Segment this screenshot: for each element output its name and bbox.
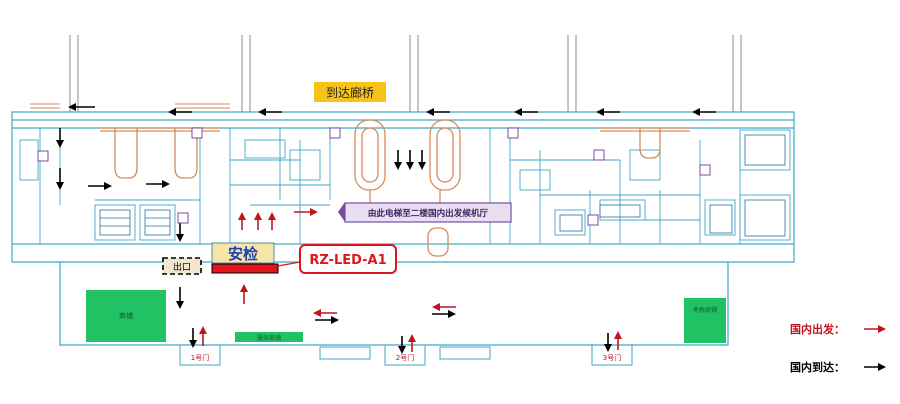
legend: 国内出发： 国内到达：	[790, 322, 886, 374]
led-device-label: RZ-LED-A1	[309, 253, 386, 268]
exit-label: 出口	[173, 261, 191, 273]
interior-walls	[19, 128, 791, 244]
shop-zone-left-label: 商铺	[119, 311, 133, 320]
shop-zone-bottom	[235, 332, 303, 342]
gate-3-label: 3号门	[603, 353, 621, 362]
baggage-carousels	[100, 119, 690, 257]
security-label: 安检	[228, 245, 258, 263]
departure-arrows	[199, 208, 622, 352]
furniture-details	[99, 134, 786, 237]
gate-1-label: 1号门	[191, 353, 209, 362]
jet-bridge-lines	[69, 35, 742, 112]
gate-2-label: 2号门	[396, 353, 414, 362]
elevator-note-label: 由此电梯至二楼国内出发候机厅	[368, 207, 489, 219]
elevator-note-box	[344, 202, 512, 223]
legend-departure-label: 国内出发：	[790, 322, 845, 336]
shop-zone-bottom-label: 服务商铺	[257, 334, 281, 342]
bridge-corridor-top	[30, 103, 230, 109]
shop-zone-left	[86, 290, 166, 342]
arrival-bridge-label: 到达廊桥	[326, 85, 374, 100]
led-screen-marker	[211, 263, 279, 274]
led-callout-box	[299, 244, 397, 274]
arrival-bridge-banner	[314, 82, 386, 102]
security-area	[211, 242, 275, 264]
shop-zone-right-label: 免税商铺	[693, 306, 717, 314]
gates	[179, 344, 633, 366]
legend-arrival-label: 国内到达：	[790, 360, 845, 374]
arrival-arrows	[56, 103, 716, 354]
exit-box	[162, 257, 202, 275]
elevator-note-pointer	[338, 202, 345, 222]
service-point-icons	[37, 127, 711, 226]
led-callout-line	[277, 261, 301, 267]
shop-zone-right	[684, 298, 726, 343]
